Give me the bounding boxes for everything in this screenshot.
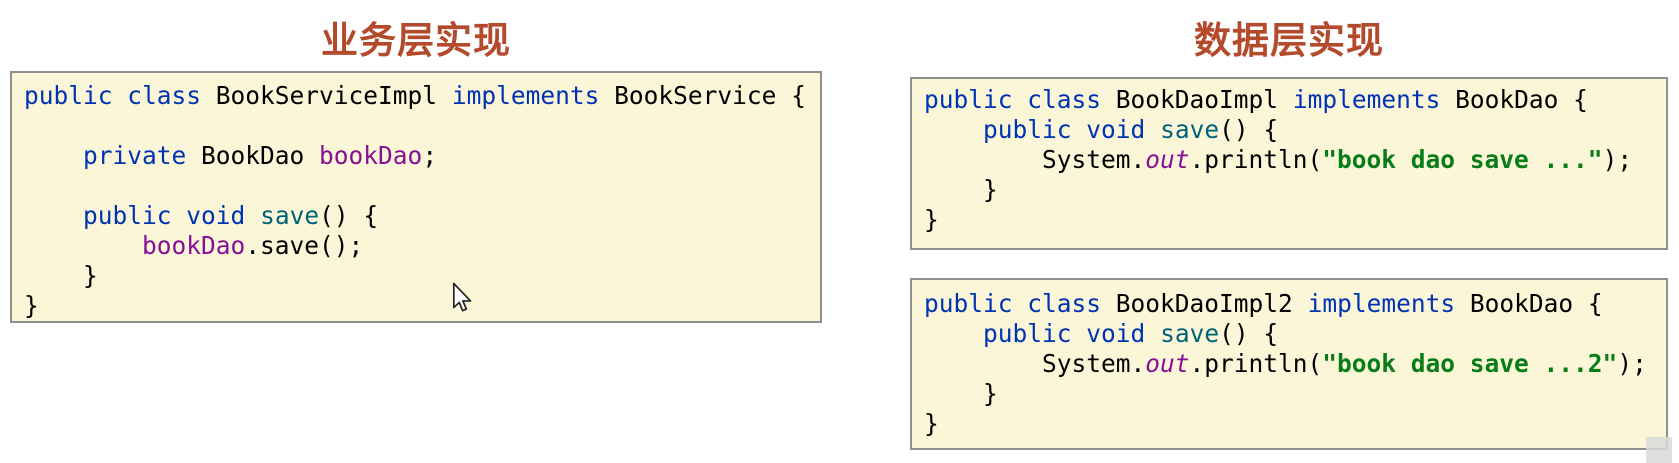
code-token: } [924, 409, 939, 438]
code-token: } [924, 205, 939, 234]
code-token: ; [422, 141, 438, 170]
code-token: () { [1219, 319, 1279, 348]
code-token: System. [924, 349, 1146, 378]
code-token: BookDao [186, 141, 320, 170]
code-token: void [1086, 115, 1146, 144]
code-token: void [186, 201, 246, 230]
code-token [172, 201, 187, 230]
business-layer-title: 业务层实现 [321, 20, 511, 61]
code-token: } [24, 291, 39, 320]
code-line: public void save() { [24, 201, 820, 231]
code-token: public [983, 115, 1072, 144]
code-line: } [924, 175, 1666, 205]
code-token: public [924, 289, 1013, 318]
code-token [24, 141, 83, 170]
code-token: implements [1292, 85, 1441, 114]
code-token: .save(); [245, 231, 364, 260]
code-line: System.out.println("book dao save ...2")… [924, 349, 1666, 379]
code-line: } [924, 379, 1666, 409]
code-line: } [24, 261, 820, 291]
code-line: public class BookDaoImpl2 implements Boo… [924, 289, 1666, 319]
code-token [24, 201, 83, 230]
code-token: BookService { [599, 81, 806, 110]
watermark [1646, 437, 1672, 463]
code-line: private BookDao bookDao; [24, 141, 820, 171]
code-token: ); [1602, 145, 1633, 174]
code-token [1072, 115, 1087, 144]
code-token: void [1086, 319, 1146, 348]
code-token: () { [1219, 115, 1279, 144]
code-token: BookDaoImpl [1101, 85, 1293, 114]
code-token: BookDao { [1440, 85, 1588, 114]
code-token: public [24, 81, 113, 110]
code-token: bookDao [319, 141, 423, 170]
code-token: BookDaoImpl2 [1101, 289, 1308, 318]
book-service-impl-code-block: public class BookServiceImpl implements … [10, 71, 822, 323]
code-token: System. [924, 145, 1146, 174]
code-line [24, 111, 820, 141]
code-line: public class BookServiceImpl implements … [24, 81, 820, 111]
book-dao-impl-code-block: public class BookDaoImpl implements Book… [910, 77, 1668, 250]
code-token: class [1027, 85, 1102, 114]
code-token: () { [319, 201, 379, 230]
code-token: class [127, 81, 202, 110]
code-line: public void save() { [924, 115, 1666, 145]
code-token: save [1160, 319, 1220, 348]
code-token: private [83, 141, 187, 170]
code-token: .println( [1189, 145, 1323, 174]
code-token [924, 115, 983, 144]
code-line: public void save() { [924, 319, 1666, 349]
code-token: save [1160, 115, 1220, 144]
code-token [245, 201, 260, 230]
code-token: implements [1307, 289, 1456, 318]
code-token: save [260, 201, 320, 230]
code-token [924, 319, 983, 348]
code-token: "book dao save ...2" [1322, 349, 1618, 378]
code-line: } [24, 291, 820, 321]
code-token: BookServiceImpl [201, 81, 452, 110]
code-line: bookDao.save(); [24, 231, 820, 261]
code-token [24, 231, 142, 260]
code-token: } [924, 175, 998, 204]
code-token [1013, 289, 1028, 318]
code-token: out [1145, 349, 1190, 378]
code-token: ); [1617, 349, 1647, 378]
code-token: public [83, 201, 172, 230]
book-dao-impl2-code-block: public class BookDaoImpl2 implements Boo… [910, 278, 1668, 450]
code-token: public [983, 319, 1072, 348]
data-layer-title: 数据层实现 [1194, 20, 1384, 61]
code-line: } [924, 205, 1666, 235]
code-token: out [1145, 145, 1190, 174]
code-token [113, 81, 128, 110]
code-line [24, 171, 820, 201]
code-token: .println( [1189, 349, 1323, 378]
code-token: "book dao save ..." [1322, 145, 1603, 174]
code-token: implements [451, 81, 600, 110]
code-line: public class BookDaoImpl implements Book… [924, 85, 1666, 115]
code-token: BookDao { [1455, 289, 1603, 318]
code-token: } [924, 379, 998, 408]
code-token: class [1027, 289, 1102, 318]
code-token [1145, 115, 1160, 144]
code-token [1013, 85, 1028, 114]
code-token: bookDao [142, 231, 246, 260]
code-line: System.out.println("book dao save ..."); [924, 145, 1666, 175]
code-token: public [924, 85, 1013, 114]
code-token [1072, 319, 1087, 348]
code-token [1145, 319, 1160, 348]
code-token: } [24, 261, 98, 290]
code-line: } [924, 409, 1666, 439]
